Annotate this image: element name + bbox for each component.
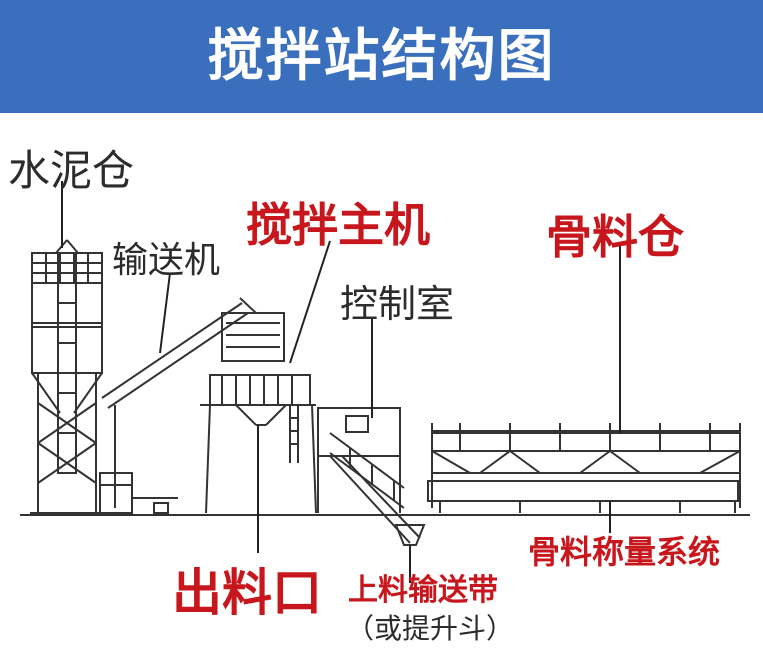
label-aggregate-bin: 骨料仓 (546, 210, 684, 264)
aggregate-bin-drawing (427, 423, 741, 513)
label-cement-silo: 水泥仓 (8, 146, 135, 195)
cement-silo-drawing (30, 239, 104, 514)
plant-diagram: 水泥仓 输送机 搅拌主机 控制室 骨料仓 出料口 上料输送带 （或提升斗） 骨料… (0, 113, 763, 653)
feeding-belt-drawing (329, 455, 426, 546)
mixer-building-drawing (200, 312, 317, 514)
plant-drawing (20, 181, 750, 583)
title-banner (0, 0, 763, 113)
page-title: 搅拌站结构图 (207, 24, 556, 89)
label-weighing-system: 骨料称量系统 (528, 533, 721, 571)
label-control-room: 控制室 (340, 282, 455, 326)
label-feeding-belt: 上料输送带 (348, 573, 498, 608)
screw-conveyor-drawing (101, 297, 257, 508)
label-feeding-belt-alt: （或提升斗） (346, 612, 515, 645)
label-discharge-port: 出料口 (172, 564, 322, 622)
label-main-mixer: 搅拌主机 (246, 198, 430, 252)
label-conveyor: 输送机 (112, 240, 221, 281)
leader-lines (61, 181, 621, 583)
water-tank-drawing (99, 472, 178, 514)
control-room-drawing (289, 405, 405, 513)
